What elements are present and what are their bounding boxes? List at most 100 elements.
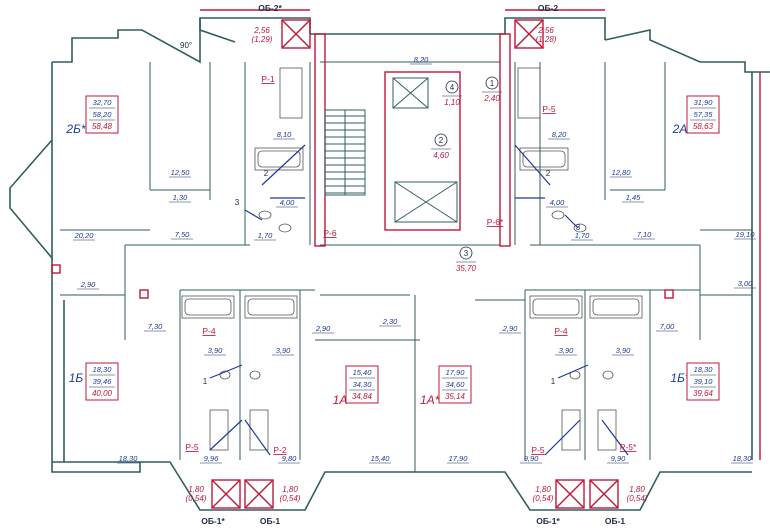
riser-tag: Р-4 [554, 326, 568, 336]
apartment-area-value: 34,60 [446, 380, 466, 389]
room-area: 9,90 [524, 454, 539, 463]
apartment-area-value: 34,84 [352, 392, 373, 401]
room-area: 3,90 [208, 346, 223, 355]
room-area: 8,10 [277, 130, 292, 139]
balcony-tag: ОБ-2* [258, 3, 282, 13]
apartment-area-value: 58,63 [693, 122, 714, 131]
riser-tag: Р-5 [542, 104, 556, 114]
room-area: 9,96 [204, 454, 219, 463]
partitions [60, 61, 752, 472]
room-area: 3,00 [738, 279, 753, 288]
apartment-area-value: 32,70 [93, 98, 113, 107]
riser-tag: Р-6* [487, 217, 504, 227]
room-area: 7,30 [148, 322, 163, 331]
balcony-area-bottom: (0,54) [627, 494, 648, 503]
balcony-area-top: 2,56 [537, 26, 554, 35]
room-area: 18,30 [733, 454, 753, 463]
riser-tag: Р-2 [273, 445, 287, 455]
apartment-area-box [686, 362, 720, 401]
balcony-area-top: 1,80 [188, 485, 204, 494]
room-areas: 12,50 1,30 20,20 7,50 2,90 7,30 18,30 9,96 9,80 1… [73, 55, 756, 464]
bathroom-fixtures [181, 67, 643, 451]
room-area: 4,00 [280, 198, 295, 207]
pipe-number: 3 [576, 223, 581, 232]
apartment-area-value: 35,14 [445, 392, 466, 401]
room-area: 9,90 [611, 454, 626, 463]
room-area: 8,20 [552, 130, 567, 139]
room-area: 9,80 [282, 454, 297, 463]
apartment-area-box [438, 365, 472, 404]
apartment-area-value: 31,90 [694, 98, 714, 107]
apartment-area-value: 15,40 [353, 368, 373, 377]
pipe-numbers: 2 3 2 3 1 1 [203, 169, 581, 386]
apartment-area-value: 18,30 [93, 365, 113, 374]
room-area: 2,90 [315, 324, 331, 333]
apartment-area-value: 58,20 [93, 110, 113, 119]
pipe-number: 1 [203, 377, 208, 386]
apartment-area-value: 57,35 [694, 110, 714, 119]
angle-label: 90° [180, 41, 192, 50]
apartment-name: 1Б* [670, 371, 689, 385]
apartment-area-box [85, 95, 119, 134]
room-area: 1,45 [626, 193, 641, 202]
room-area: 12,80 [612, 168, 632, 177]
balcony-tag: ОБ-1* [536, 516, 560, 526]
pipe-number: 2 [264, 169, 269, 178]
pipe-number: 1 [551, 377, 556, 386]
room-area: 12,50 [171, 168, 191, 177]
riser-tag: Р-6 [323, 228, 337, 238]
balcony-tag: ОБ-1 [260, 516, 281, 526]
room-area: 7,00 [660, 322, 675, 331]
stair-number: 4 [450, 83, 455, 92]
balcony-tag: ОБ-1* [201, 516, 225, 526]
apartment-area-box [345, 365, 379, 404]
room-area: 2,90 [502, 324, 518, 333]
riser-tag: Р-5 [531, 445, 545, 455]
room-area: 18,30 [119, 454, 139, 463]
room-area: 20,20 [74, 231, 95, 240]
room-area: 3,90 [559, 346, 574, 355]
pipe-number: 3 [235, 198, 240, 207]
balcony-area-bottom: (0,54) [186, 494, 207, 503]
apartment-area-box [85, 362, 119, 401]
room-area: 1,30 [173, 193, 188, 202]
room-area: 7,50 [175, 230, 190, 239]
apartment-name: 2А [672, 122, 688, 136]
balcony-area-bottom: (0,54) [280, 494, 301, 503]
riser-tag: Р-1 [261, 74, 275, 84]
pipe-lines [209, 144, 629, 456]
balcony-area-bottom: (1,29) [252, 35, 273, 44]
balcony-area-top: 1,80 [535, 485, 551, 494]
stair-area: 4,60 [433, 151, 449, 160]
balcony-area-top: 1,80 [629, 485, 645, 494]
riser-tag: Р-5* [620, 442, 637, 452]
room-area: 3,90 [276, 346, 291, 355]
stair-core [51, 9, 761, 509]
room-area: 19,10 [736, 230, 756, 239]
room-area: 7,10 [637, 230, 652, 239]
room-area: 17,90 [449, 454, 469, 463]
room-area: 1,70 [575, 231, 590, 240]
apartment-area-value: 18,30 [694, 365, 714, 374]
room-area: 2,90 [80, 280, 96, 289]
room-area: 3,90 [616, 346, 631, 355]
apartment-name: 1А** [420, 393, 444, 407]
room-area: 4,00 [550, 198, 565, 207]
pipe-number: 2 [546, 169, 551, 178]
balcony-area-bottom: (1,28) [536, 35, 557, 44]
stair-area: 35,70 [456, 264, 477, 273]
balcony-area-top: 2,56 [253, 26, 270, 35]
stair-area: 2,40 [483, 94, 500, 103]
apartment-area-box [686, 95, 720, 134]
room-area: 2,30 [382, 317, 398, 326]
stair-area: 1,10 [444, 98, 460, 107]
balcony-tag: ОБ-2 [538, 3, 559, 13]
apartment-area-value: 34,30 [353, 380, 373, 389]
stair-number: 3 [464, 249, 469, 258]
stair-number: 2 [439, 136, 444, 145]
apartment-area-value: 39,46 [93, 377, 113, 386]
riser-tag: Р-4 [202, 326, 216, 336]
